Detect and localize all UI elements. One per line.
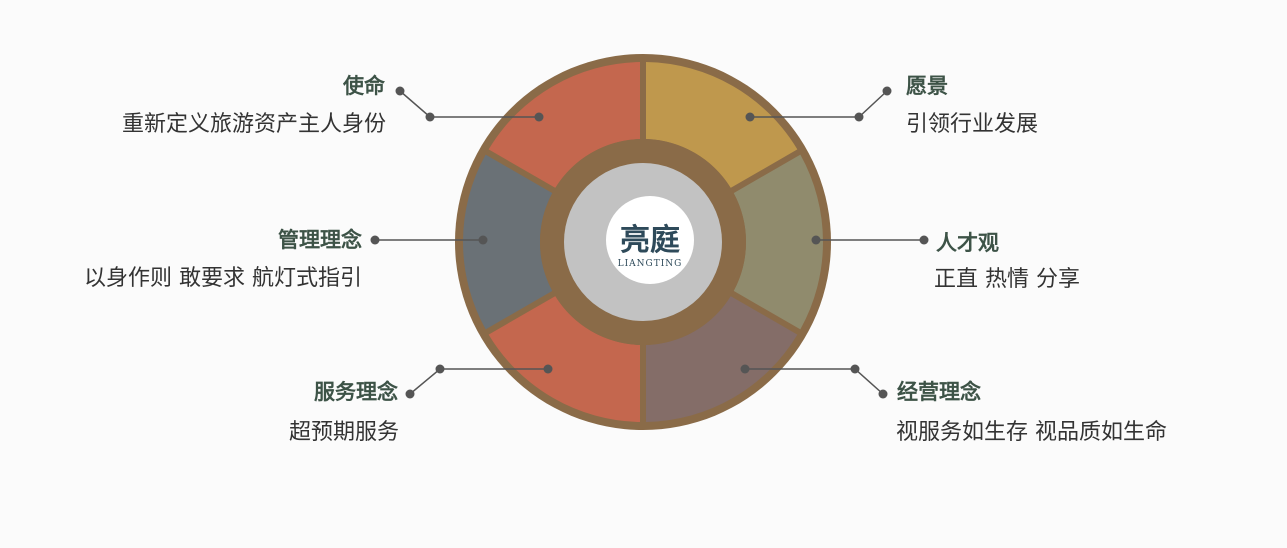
dot-vision-inner (745, 112, 755, 122)
vision-desc: 引领行业发展 (906, 112, 1039, 137)
segment-business (645, 296, 798, 422)
service-title: 服务理念 (314, 380, 398, 404)
talent-title: 人才观 (936, 231, 999, 255)
segment-mission (488, 62, 641, 188)
dot-business-end (878, 389, 888, 399)
dot-management-end (370, 235, 380, 245)
dot-talent-inner (811, 235, 821, 245)
segment-service (488, 296, 641, 422)
segment-talent (733, 154, 823, 330)
mission-desc: 重新定义旅游资产主人身份 (121, 112, 386, 137)
segment-management (462, 154, 553, 330)
dot-service-mid (435, 364, 445, 374)
dot-mission-inner (534, 112, 544, 122)
management-title: 管理理念 (278, 228, 362, 252)
segment-group (462, 62, 823, 422)
dot-business-inner (740, 364, 750, 374)
business-desc: 视服务如生存 视品质如生命 (896, 420, 1167, 445)
service-desc: 超预期服务 (288, 420, 399, 445)
dot-talent-end (919, 235, 929, 245)
business-title: 经营理念 (897, 380, 981, 404)
dot-mission-mid (425, 112, 435, 122)
logo-brand-en: LIANGTING (618, 259, 683, 269)
management-desc: 以身作则 敢要求 航灯式指引 (84, 266, 362, 291)
dot-vision-end (882, 86, 892, 96)
dot-management-inner (478, 235, 488, 245)
talent-desc: 正直 热情 分享 (934, 267, 1080, 292)
vision-title: 愿景 (906, 74, 948, 98)
logo-brand-cn: 亮庭 (620, 223, 680, 258)
dot-business-mid (850, 364, 860, 374)
connector-dots (370, 86, 929, 399)
segment-vision (645, 62, 798, 188)
dot-service-inner (543, 364, 553, 374)
dot-vision-mid (854, 112, 864, 122)
mission-title: 使命 (343, 74, 385, 98)
dot-service-end (405, 389, 415, 399)
logo-circle (606, 196, 694, 284)
dot-mission-end (395, 86, 405, 96)
